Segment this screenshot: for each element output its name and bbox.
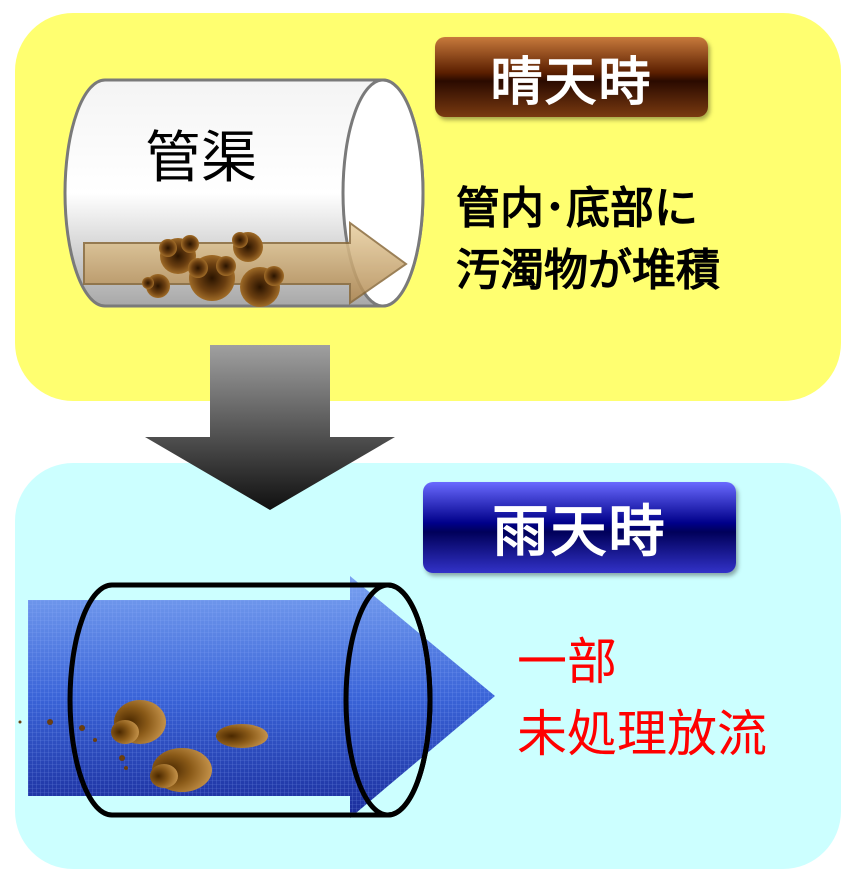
flow-arrow-icon	[28, 576, 495, 818]
pipe-label: 管渠	[145, 126, 257, 191]
dry-weather-badge: 晴天時	[435, 37, 708, 117]
result-line: 未処理放流	[517, 705, 767, 763]
description-line: 管内･底部に	[456, 183, 698, 234]
sediment-icon	[142, 232, 284, 307]
wet-weather-badge-label: 雨天時	[492, 500, 667, 565]
dry-weather-badge-label: 晴天時	[490, 52, 653, 113]
pipe-outline-icon	[67, 582, 433, 818]
sediment-icon	[18, 700, 268, 792]
wet-weather-badge: 雨天時	[423, 482, 736, 573]
result-line: 一部	[517, 633, 617, 691]
sediment-description: 管内･底部に 汚濁物が堆積	[456, 178, 720, 302]
down-arrow-icon	[145, 345, 395, 510]
discharge-result: 一部 未処理放流	[517, 626, 767, 770]
description-line: 汚濁物が堆積	[456, 245, 720, 296]
